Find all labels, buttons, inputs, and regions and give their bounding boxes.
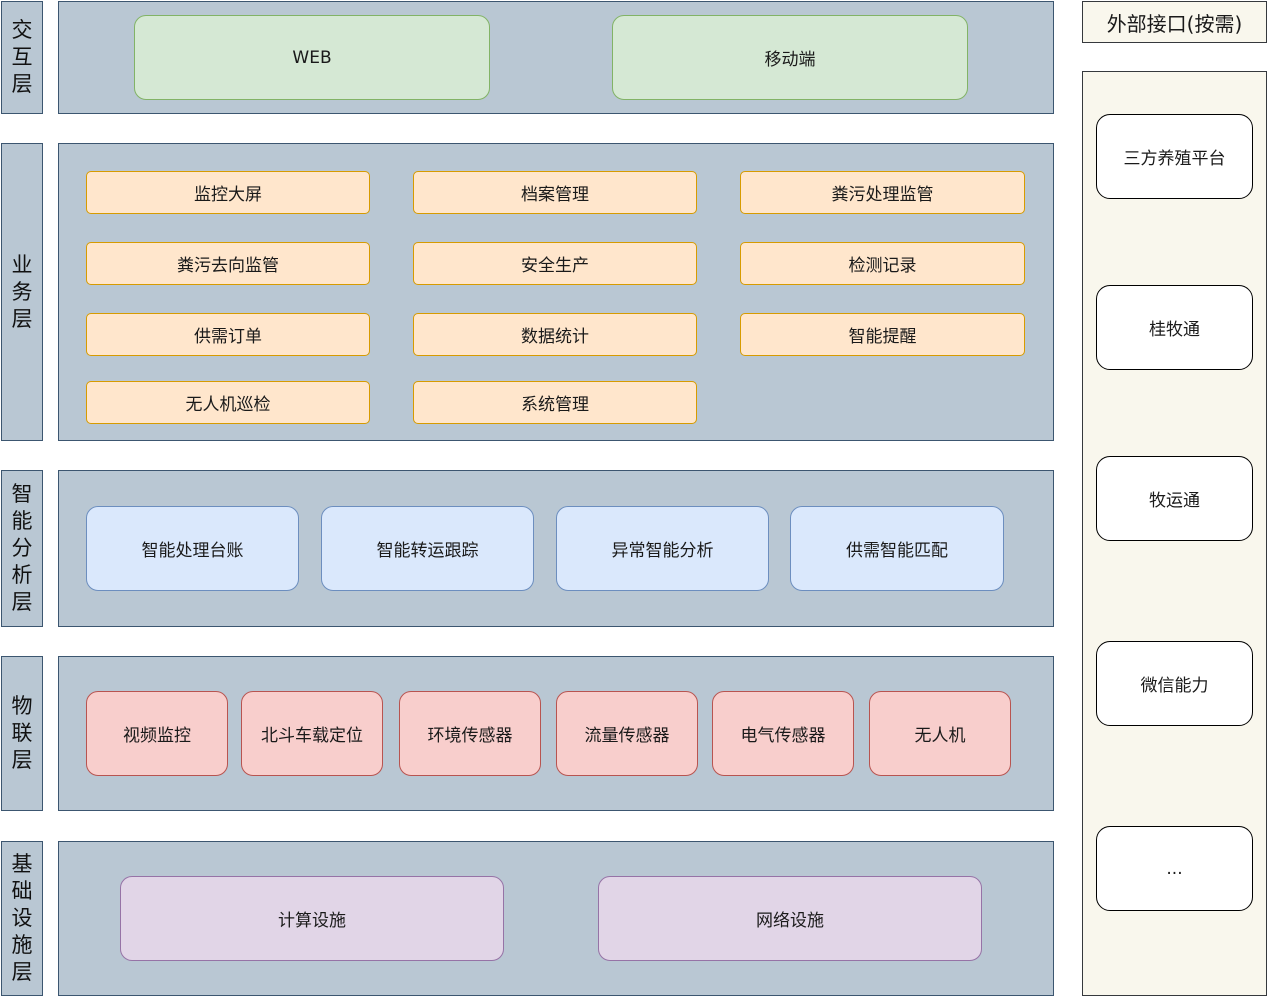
analysis-layer-char: 分 [11,536,33,560]
business-node: 粪污去向监管 [86,242,370,285]
analysis-layer-char: 层 [11,590,33,614]
external-item: 微信能力 [1096,641,1253,726]
iot-layer-char: 联 [11,721,33,745]
web-node: WEB [134,15,490,100]
infra-layer-char: 设 [11,906,33,930]
business-node: 粪污处理监管 [740,171,1025,214]
iot-node: 北斗车载定位 [241,691,383,776]
infra-node: 计算设施 [120,876,504,961]
iot-layer-label: 物 联 层 [1,656,43,811]
business-node: 监控大屏 [86,171,370,214]
external-item: 桂牧通 [1096,285,1253,370]
external-interface-title: 外部接口(按需) [1082,1,1267,43]
interaction-layer-char: 互 [11,45,33,69]
iot-node: 环境传感器 [399,691,541,776]
analysis-node: 供需智能匹配 [790,506,1004,591]
infra-node: 网络设施 [598,876,982,961]
business-node: 数据统计 [413,313,697,356]
external-item: 牧运通 [1096,456,1253,541]
analysis-node: 智能处理台账 [86,506,299,591]
analysis-layer-char: 能 [11,509,33,533]
iot-node: 电气传感器 [712,691,854,776]
infra-layer-char: 施 [11,933,33,957]
infra-layer-char: 层 [11,960,33,984]
business-node: 智能提醒 [740,313,1025,356]
iot-node: 流量传感器 [556,691,698,776]
iot-layer-char: 物 [11,694,33,718]
business-node: 检测记录 [740,242,1025,285]
business-layer-char: 业 [11,252,33,277]
business-node: 档案管理 [413,171,697,214]
interaction-layer-char: 层 [11,72,33,96]
external-item: 三方养殖平台 [1096,114,1253,199]
interaction-layer-label: 交 互 层 [1,1,43,114]
infra-layer-char: 基 [11,852,33,876]
business-layer-char: 务 [11,279,33,304]
business-node: 安全生产 [413,242,697,285]
analysis-node: 异常智能分析 [556,506,769,591]
analysis-layer-char: 析 [11,563,33,587]
analysis-layer-char: 智 [11,482,33,506]
interaction-layer-char: 交 [11,18,33,42]
iot-layer-char: 层 [11,748,33,772]
mobile-node: 移动端 [612,15,968,100]
business-node: 系统管理 [413,381,697,424]
iot-node: 无人机 [869,691,1011,776]
business-layer-char: 层 [11,306,33,331]
analysis-node: 智能转运跟踪 [321,506,534,591]
business-layer-label: 业 务 层 [1,143,43,441]
iot-node: 视频监控 [86,691,228,776]
business-node: 供需订单 [86,313,370,356]
infra-layer-label: 基 础 设 施 层 [1,841,43,996]
business-node: 无人机巡检 [86,381,370,424]
infra-layer-char: 础 [11,879,33,903]
external-item: ... [1096,826,1253,911]
analysis-layer-label: 智 能 分 析 层 [1,470,43,627]
